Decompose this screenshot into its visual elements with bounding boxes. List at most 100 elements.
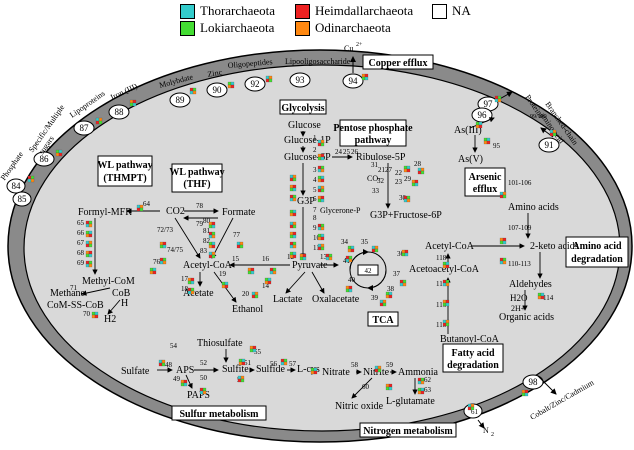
transporter-88: 88 <box>108 104 130 120</box>
wl-thf-sub: (THF) <box>183 179 210 190</box>
step-8: 8 <box>313 214 317 222</box>
gene-marker-cell <box>292 184 297 189</box>
gene-marker-cell <box>317 223 322 228</box>
step-15: 15 <box>232 255 240 263</box>
gene-marker-cell <box>85 233 90 238</box>
step-9: 9 <box>313 224 317 232</box>
gene-marker-cell <box>402 279 407 284</box>
gene-marker-cell <box>320 246 325 251</box>
gene-marker-cell <box>280 358 285 363</box>
gene-marker-cell <box>85 263 90 268</box>
gene-marker-cell <box>230 81 235 86</box>
gene-marker-cell <box>317 236 322 241</box>
gene-marker-cell <box>388 383 393 388</box>
gene-marker-cell <box>211 244 216 249</box>
gene-marker-cell <box>537 292 542 297</box>
step-70: 70 <box>83 310 91 318</box>
gene-marker-cell <box>267 277 272 282</box>
gene-marker-cell <box>302 253 307 258</box>
gene-marker-cell <box>299 253 304 258</box>
tca-label: TCA <box>372 315 394 326</box>
transporter-number: 88 <box>115 107 125 117</box>
step-83: 83 <box>200 247 208 255</box>
step-14: 14 <box>262 282 270 290</box>
copper-efflux-label: Copper efflux <box>369 58 428 69</box>
gene-marker-cell <box>289 177 294 182</box>
step-67: 67 <box>77 239 85 247</box>
transporter-number: 94 <box>349 76 359 86</box>
sulfur-label: Sulfur metabolism <box>180 409 260 420</box>
gene-marker-cell <box>467 406 472 411</box>
gene-marker-cell <box>136 204 141 209</box>
step-11: 11 <box>313 244 320 252</box>
gene-marker-cell <box>320 223 325 228</box>
gene-marker-cell <box>379 299 384 304</box>
step-95: 95 <box>493 142 501 150</box>
com-ss-cob: CoM-SS-CoB <box>47 300 104 311</box>
gene-marker-cell <box>445 279 450 284</box>
wl-thf-label: WL pathway <box>169 167 224 178</box>
step-77: 77 <box>233 231 241 239</box>
transporter-90: 90 <box>206 82 228 98</box>
gene-marker-cell <box>385 383 390 388</box>
gene-marker-cell <box>350 245 355 250</box>
gene-marker-cell <box>521 392 526 397</box>
gene-marker-cell <box>499 237 504 242</box>
step-18: 18 <box>181 285 189 293</box>
step-10: 10 <box>313 234 321 242</box>
amino-sub: degradation <box>571 254 623 265</box>
gene-marker-cell <box>549 132 554 137</box>
legend-item-thorarchaeota: Thorarchaeota <box>180 3 275 19</box>
gene-marker-cell <box>549 129 554 134</box>
gene-marker-cell <box>289 244 294 249</box>
gene-marker-cell <box>320 175 325 180</box>
gene-marker-cell <box>399 282 404 287</box>
gene-marker-cell <box>292 221 297 226</box>
arsenic-iii: As(III) <box>454 125 482 136</box>
gene-marker-cell <box>486 140 491 145</box>
acetate: Acetate <box>183 288 214 299</box>
step-3: 3 <box>313 166 317 174</box>
gene-marker-cell <box>85 260 90 265</box>
gene-marker-cell <box>442 322 447 327</box>
step-2: 2 <box>313 146 317 154</box>
step-40: 40 <box>348 276 356 284</box>
gene-marker-cell <box>149 270 154 275</box>
gene-marker-cell <box>320 139 325 144</box>
step-28: 28 <box>414 160 422 168</box>
gene-marker-cell <box>540 292 545 297</box>
co2: CO2 <box>166 206 185 217</box>
step-117: 117 <box>436 280 447 288</box>
gene-marker-cell <box>401 252 406 257</box>
step-4: 4 <box>313 176 317 184</box>
label-zinc: Zinc <box>207 67 223 78</box>
gene-marker-cell <box>252 348 257 353</box>
transporter-number: 86 <box>40 154 50 164</box>
legend-item-na: NA <box>432 3 471 19</box>
two-h: 2H+ <box>511 304 526 313</box>
gene-marker-cell <box>292 177 297 182</box>
gene-marker-cell <box>374 365 379 370</box>
gene-marker-cell <box>320 198 325 203</box>
gene-marker-cell <box>250 267 255 272</box>
gene-marker-cell <box>470 403 475 408</box>
gene-marker-cell <box>385 294 390 299</box>
gene-marker-cell <box>377 368 382 373</box>
gene-marker-cell <box>403 165 408 170</box>
gene-marker-cell <box>499 191 504 196</box>
step-24: 24 <box>335 148 343 156</box>
step-17: 17 <box>181 275 189 283</box>
step-42: 42 <box>365 267 373 275</box>
gene-marker-cell <box>320 243 325 248</box>
gene-marker-cell <box>95 117 100 122</box>
gene-marker-cell <box>240 378 245 383</box>
gene-marker-cell <box>208 221 213 226</box>
metabolites: Formyl-MFR CO2 Formate Methyl-CoM Methan… <box>47 120 579 412</box>
gene-marker-cell <box>524 392 529 397</box>
step-72-73: 72/73 <box>157 226 173 234</box>
gene-marker-cell <box>190 280 195 285</box>
gene-marker-cell <box>292 244 297 249</box>
gene-marker-cell <box>537 295 542 300</box>
step-71: 71 <box>70 284 78 292</box>
gene-marker-cell <box>211 241 216 246</box>
